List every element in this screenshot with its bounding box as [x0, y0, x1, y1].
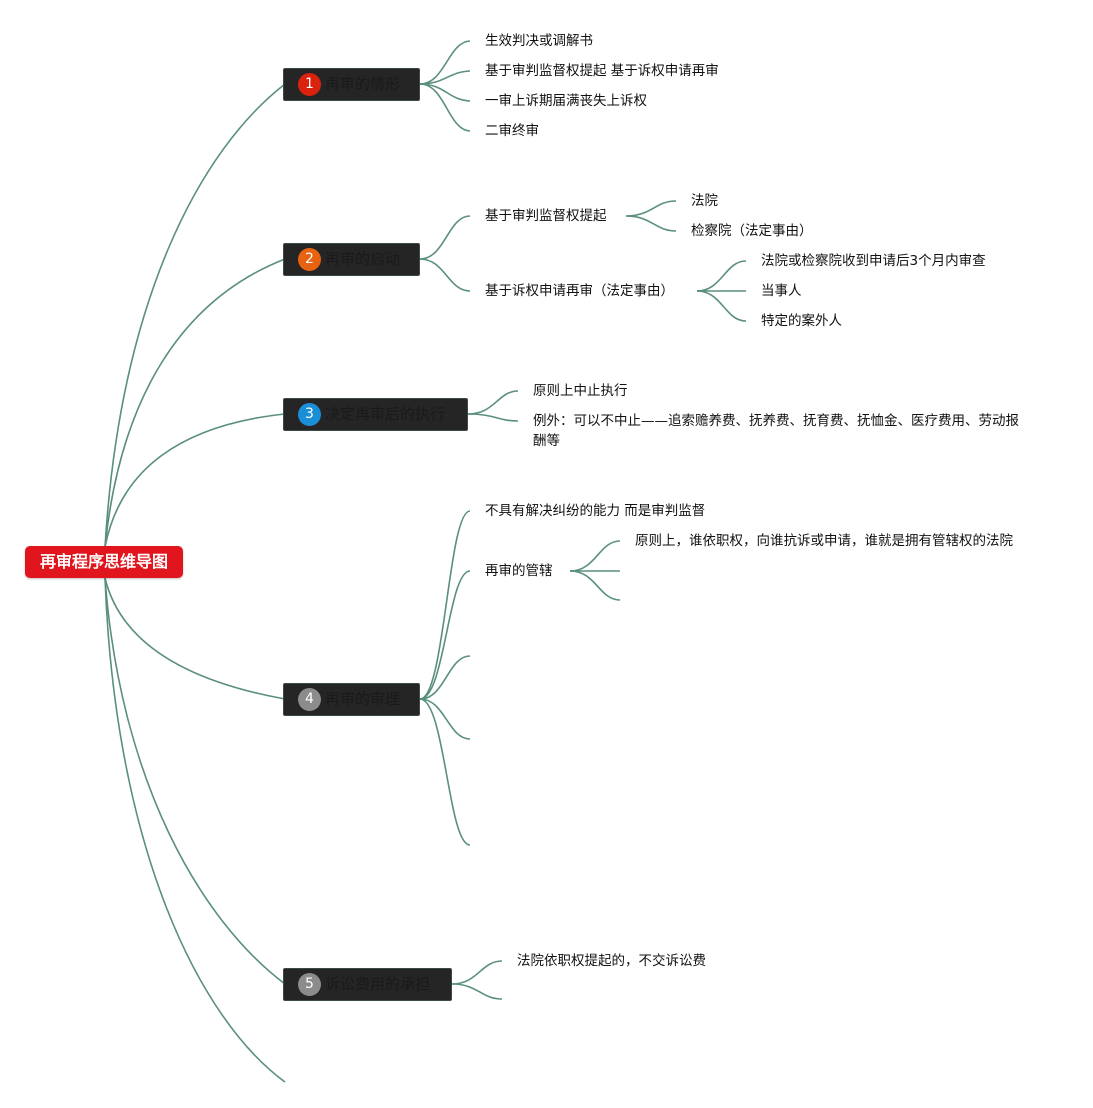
- connector-root-b4: [104, 577, 286, 700]
- subtopic-b2-1[interactable]: 基于审判监督权提起: [485, 208, 607, 224]
- connector-b2-c2-g1: [696, 260, 747, 292]
- connector-b4-c2-g1: [569, 540, 621, 572]
- number-badge-2: 2: [298, 248, 321, 271]
- subtopic-b2-2[interactable]: 基于诉权申请再审（法定事由）: [485, 283, 674, 299]
- connector-b2-c1-g2: [625, 215, 677, 232]
- number-badge-3: 3: [298, 403, 321, 426]
- connector-b1-c3: [419, 83, 471, 102]
- leaf-b2-1-1[interactable]: 法院: [691, 193, 718, 209]
- branch-node-1[interactable]: 1 再审的情形: [283, 68, 420, 101]
- branch-label-4: 再审的审理: [325, 690, 401, 708]
- connector-b4-c5: [419, 698, 471, 846]
- connector-b1-c4: [419, 83, 471, 132]
- connector-b2-c1: [419, 215, 471, 260]
- branch-label-3: 决定再审后的执行: [325, 405, 446, 423]
- number-badge-4: 4: [298, 688, 321, 711]
- leaf-b2-2-2[interactable]: 当事人: [761, 283, 802, 299]
- leaf-b1-4[interactable]: 二审终审: [485, 123, 539, 139]
- leaf-b5-1[interactable]: 法院依职权提起的，不交诉讼费: [517, 953, 706, 969]
- connector-b5-c1: [451, 960, 503, 985]
- branch-label-5: 诉讼费用的承担: [325, 975, 431, 993]
- connector-b1-c1: [419, 40, 471, 85]
- branch-node-5[interactable]: 5 诉讼费用的承担: [283, 968, 452, 1001]
- leaf-b1-1[interactable]: 生效判决或调解书: [485, 33, 593, 49]
- connector-b4-c2: [419, 570, 471, 700]
- connector-b4-c4: [419, 698, 471, 740]
- branch-label-2: 再审的启动: [325, 250, 401, 268]
- root-label: 再审程序思维导图: [39, 552, 168, 571]
- connector-root-b5: [104, 577, 286, 985]
- branch-node-3[interactable]: 3 决定再审后的执行: [283, 398, 468, 431]
- connector-root-b2: [104, 258, 286, 548]
- connector-b3-c2: [467, 413, 519, 422]
- root-node[interactable]: 再审程序思维导图: [25, 546, 183, 578]
- leaf-b4-1[interactable]: 不具有解决纠纷的能力 而是审判监督: [485, 503, 706, 519]
- connector-b4-c1: [419, 510, 471, 700]
- subtopic-b4-2[interactable]: 再审的管辖: [485, 563, 553, 579]
- leaf-b2-2-1[interactable]: 法院或检察院收到申请后3个月内审查: [761, 253, 986, 269]
- leaf-b2-2-3[interactable]: 特定的案外人: [761, 313, 842, 329]
- connector-root-b6: [104, 577, 286, 1083]
- connector-b4-c3: [419, 655, 471, 700]
- branch-label-1: 再审的情形: [325, 75, 401, 93]
- number-badge-1: 1: [298, 73, 321, 96]
- branch-node-2[interactable]: 2 再审的启动: [283, 243, 420, 276]
- connector-b2-c1-g1: [625, 200, 677, 217]
- branch-node-4[interactable]: 4 再审的审理: [283, 683, 420, 716]
- leaf-b3-2[interactable]: 例外：可以不中止——追索赡养费、抚养费、抚育费、抚恤金、医疗费用、劳动报酬等: [533, 413, 1019, 449]
- connector-b2-c2-g3: [696, 290, 747, 322]
- connector-b2-c2: [419, 258, 471, 292]
- leaf-b2-1-2[interactable]: 检察院（法定事由）: [691, 223, 813, 239]
- leaf-b4-2-1[interactable]: 原则上，谁依职权，向谁抗诉或申请，谁就是拥有管辖权的法院: [635, 533, 1013, 549]
- connector-root-b1: [104, 83, 286, 548]
- connector-root-b3: [104, 413, 286, 548]
- connector-b3-c1: [467, 390, 519, 415]
- number-badge-5: 5: [298, 973, 321, 996]
- connector-b4-c2-g3: [569, 570, 621, 601]
- leaf-b1-3[interactable]: 一审上诉期届满丧失上诉权: [485, 93, 647, 109]
- leaf-b1-2[interactable]: 基于审判监督权提起 基于诉权申请再审: [485, 63, 719, 79]
- leaf-b3-1[interactable]: 原则上中止执行: [533, 383, 628, 399]
- connector-b5-c2: [451, 983, 503, 1000]
